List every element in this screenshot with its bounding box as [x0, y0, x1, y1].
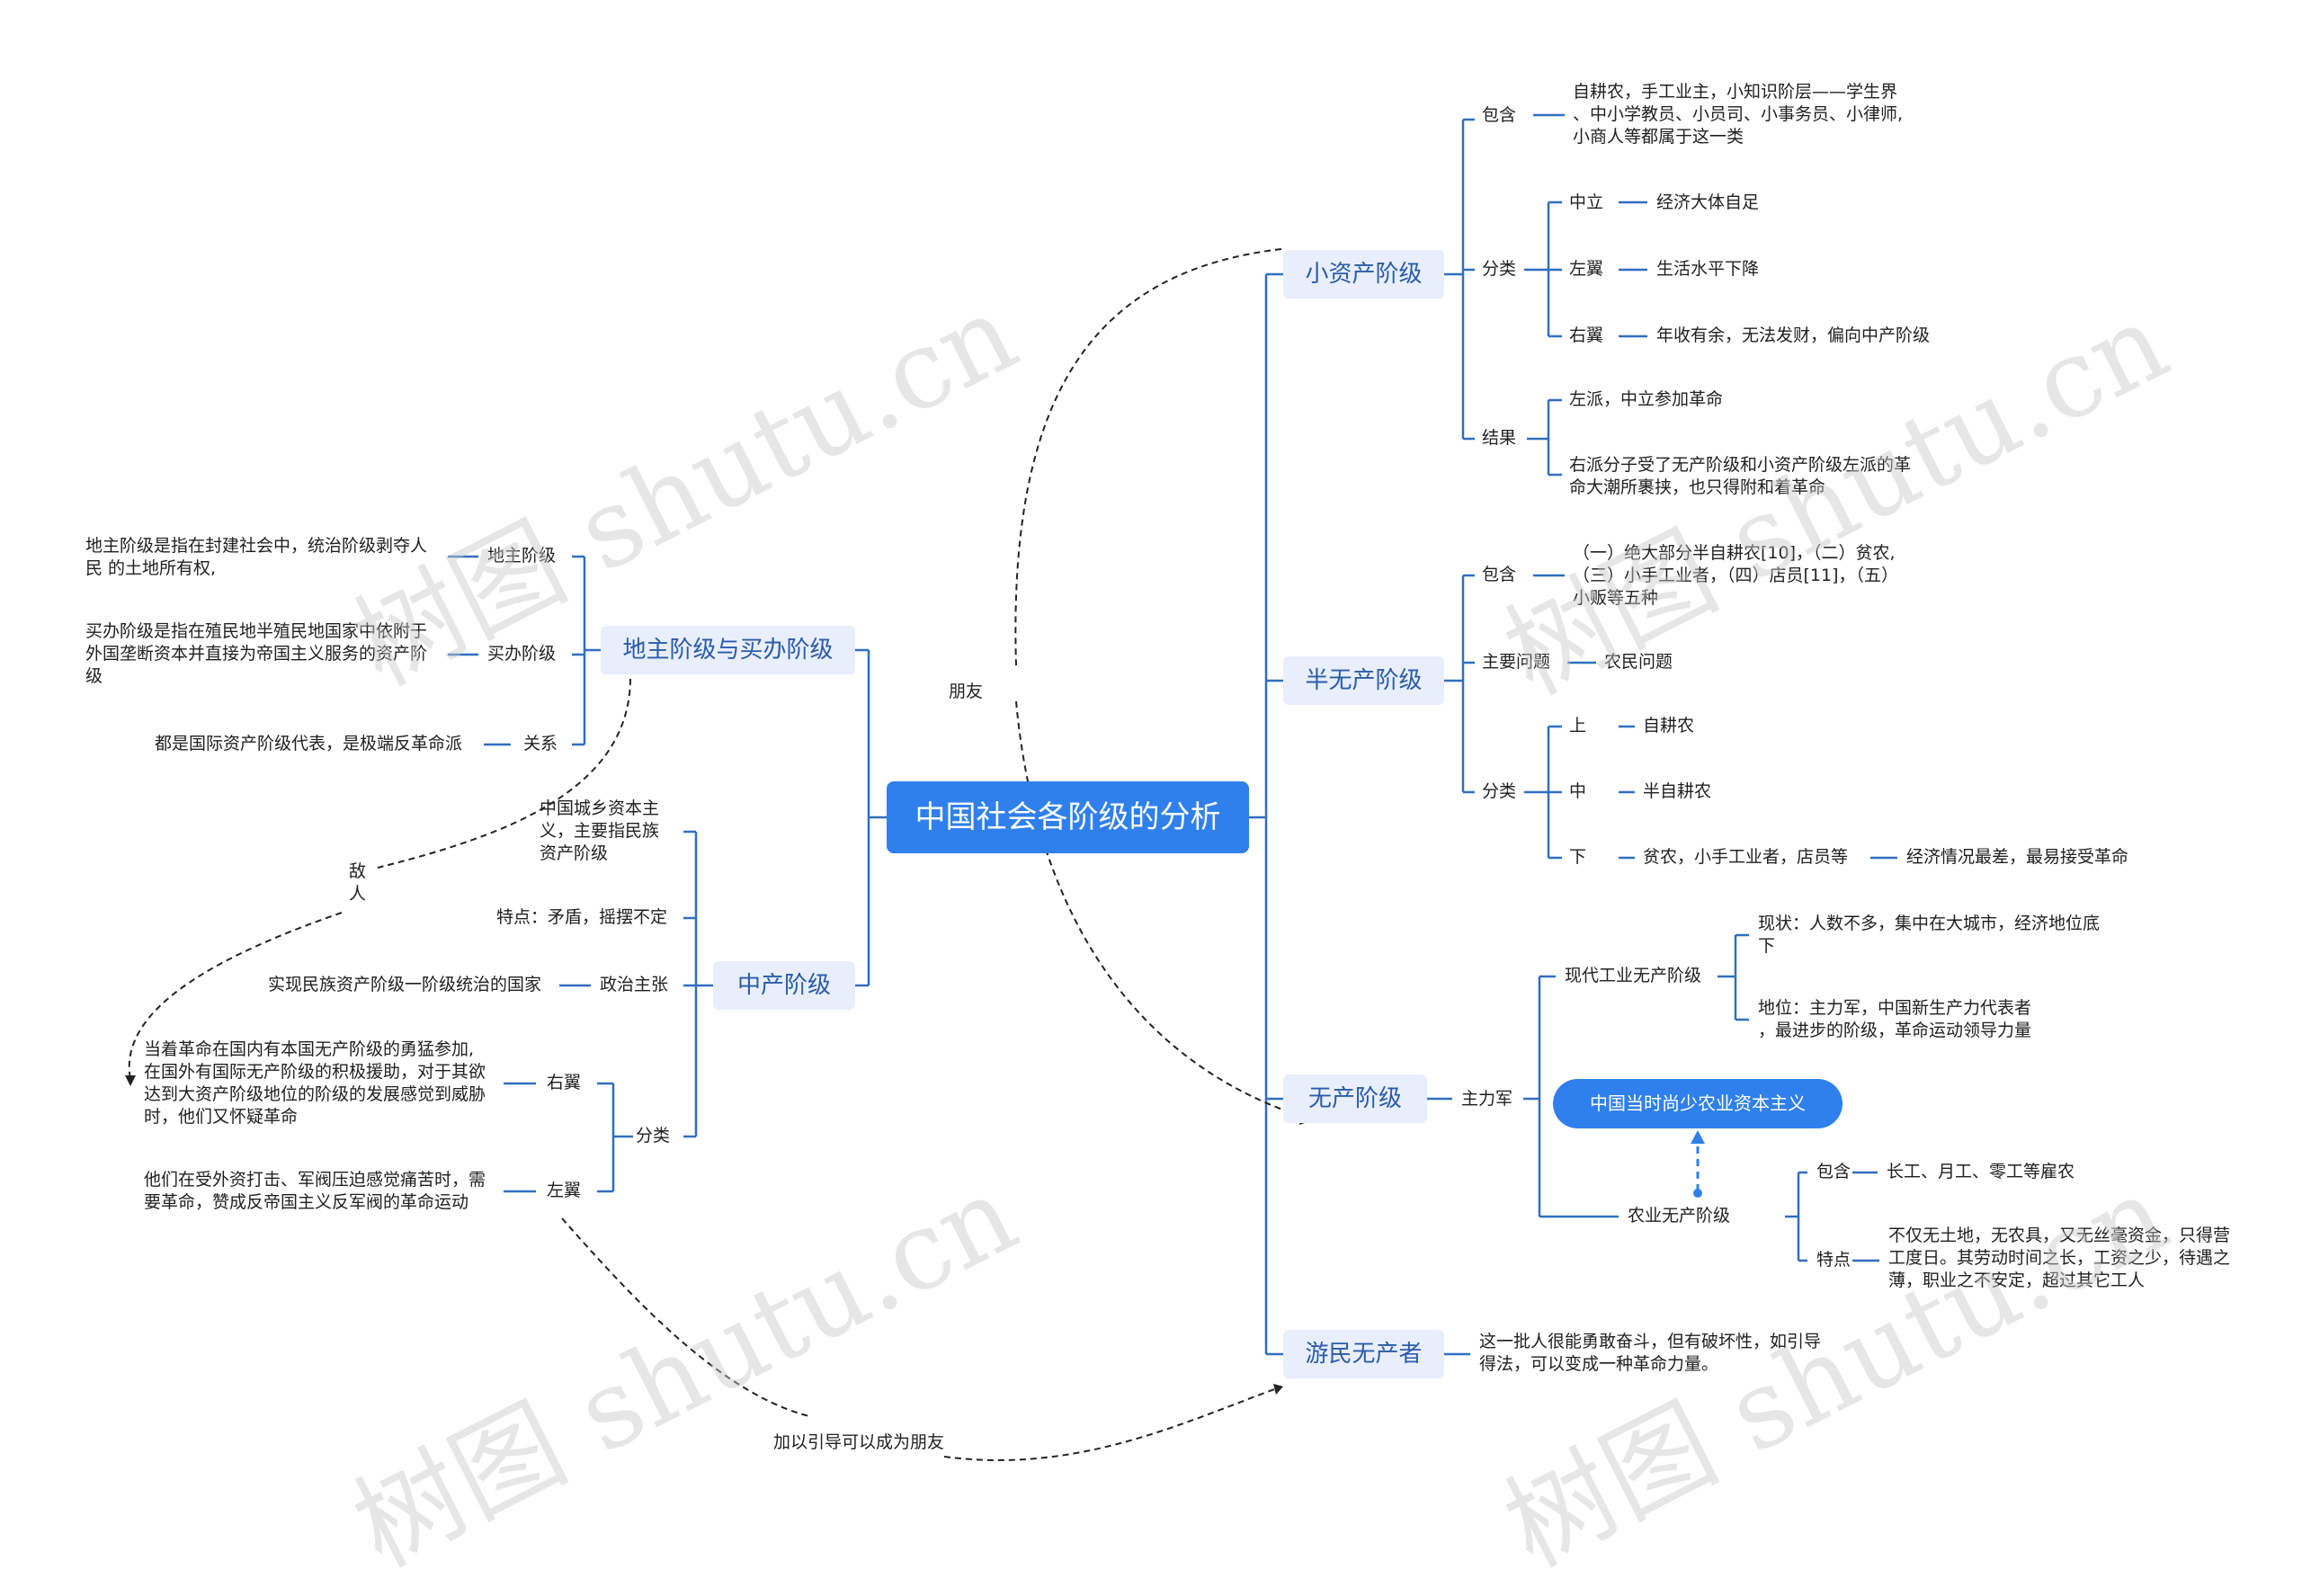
petty-right-wing-label[interactable]: 右翼 [1569, 325, 1604, 345]
middle-left-desc-line-1[interactable]: 他们在受外资打击、军阀压迫感觉痛苦时，需 [144, 1170, 486, 1190]
semi-include-line-3[interactable]: 小贩等五种 [1573, 588, 1659, 608]
middle-politics-label[interactable]: 政治主张 [600, 975, 669, 994]
semi-lower-desc-2[interactable]: 经济情况最差，最易接受革命 [1906, 847, 2129, 867]
middle-right-desc-line-2[interactable]: 在国外有国际无产阶级的积极援助，对于其欲 [144, 1062, 486, 1082]
semi-classify-label[interactable]: 分类 [1482, 781, 1517, 801]
petty-classify-label[interactable]: 分类 [1482, 259, 1517, 279]
petty-include-line-2[interactable]: 、中小学教员、小员司、小事务员、小律师, [1573, 104, 1904, 124]
petty-result-label[interactable]: 结果 [1482, 428, 1517, 448]
semi-issue-label[interactable]: 主要问题 [1482, 652, 1551, 672]
semi-include-label[interactable]: 包含 [1482, 565, 1517, 584]
landlord-desc-line-2[interactable]: 民 的土地所有权, [85, 558, 217, 578]
comprador-label[interactable]: 买办阶级 [487, 644, 557, 664]
petty-neutral-desc[interactable]: 经济大体自足 [1656, 192, 1760, 212]
semi-issue-desc[interactable]: 农民问题 [1604, 652, 1673, 672]
middle-def-line-2[interactable]: 义，主要指民族 [540, 821, 660, 841]
semi-middle-label[interactable]: 中 [1569, 781, 1587, 801]
middle-right-wing-label[interactable]: 右翼 [547, 1073, 582, 1092]
root-topic[interactable]: 中国社会各阶级的分析 [887, 781, 1249, 853]
semi-middle-desc[interactable]: 半自耕农 [1643, 781, 1712, 801]
prole-agri-feature-label[interactable]: 特点 [1816, 1250, 1851, 1270]
middle-politics-desc[interactable]: 实现民族资产阶级一阶级统治的国家 [268, 975, 542, 994]
relation-enemy-label-2: 人 [349, 884, 367, 904]
middle-left-wing-label[interactable]: 左翼 [547, 1181, 582, 1200]
semi-include-line-1[interactable]: （一）绝大部分半自耕农[10]，（二）贫农, [1573, 543, 1896, 563]
middle-class-node[interactable]: 中产阶级 [713, 961, 855, 1010]
agri-capitalism-note[interactable]: 中国当时尚少农业资本主义 [1553, 1079, 1842, 1128]
prole-position-line-2[interactable]: ，最进步的阶级，革命运动领导力量 [1758, 1021, 2032, 1040]
relation-label[interactable]: 关系 [523, 734, 558, 753]
prole-status-line-1[interactable]: 现状：人数不多，集中在大城市，经济地位底 [1758, 914, 2101, 933]
prole-agri-feature-line-2[interactable]: 工度日。其劳动时间之长，工资之少，待遇之 [1888, 1248, 2231, 1268]
petty-left-wing-desc[interactable]: 生活水平下降 [1656, 259, 1760, 279]
relation-friend-label: 朋友 [949, 682, 984, 701]
petty-neutral-label[interactable]: 中立 [1569, 192, 1604, 212]
relation-guide-label: 加以引导可以成为朋友 [773, 1432, 945, 1452]
landlord-label[interactable]: 地主阶级 [487, 546, 557, 566]
comprador-desc-line-1[interactable]: 买办阶级是指在殖民地半殖民地国家中依附于 [85, 621, 428, 641]
middle-left-desc-line-2[interactable]: 要革命，赞成反帝国主义反军阀的革命运动 [144, 1192, 469, 1212]
semi-upper-label[interactable]: 上 [1569, 716, 1587, 736]
comprador-desc-line-3[interactable]: 级 [85, 666, 103, 686]
lumpen-desc-line-1[interactable]: 这一批人很能勇敢奋斗，但有破坏性，如引导 [1479, 1332, 1822, 1351]
middle-feature[interactable]: 特点：矛盾，摇摆不定 [496, 907, 668, 927]
prole-agri-feature-line-3[interactable]: 薄，职业之不安定，超过其它工人 [1888, 1271, 2146, 1290]
prole-agri-label[interactable]: 农业无产阶级 [1628, 1206, 1731, 1226]
middle-classify-label[interactable]: 分类 [636, 1126, 671, 1146]
petty-bourgeoisie-node[interactable]: 小资产阶级 [1283, 250, 1444, 299]
middle-right-desc-line-4[interactable]: 时，他们又怀疑革命 [144, 1107, 299, 1127]
prole-agri-include-desc[interactable]: 长工、月工、零工等雇农 [1887, 1162, 2075, 1181]
proletariat-node[interactable]: 无产阶级 [1283, 1074, 1427, 1123]
semi-upper-desc[interactable]: 自耕农 [1643, 716, 1695, 736]
petty-include-line-3[interactable]: 小商人等都属于这一类 [1573, 127, 1744, 147]
prole-agri-feature-line-1[interactable]: 不仅无土地，无农具，又无丝毫资金，只得营 [1888, 1226, 2231, 1245]
petty-left-wing-label[interactable]: 左翼 [1569, 259, 1604, 279]
semi-include-line-2[interactable]: （三）小手工业者，（四）店员[11]，（五） [1573, 566, 1899, 585]
semi-lower-desc[interactable]: 贫农，小手工业者，店员等 [1643, 847, 1849, 867]
prole-status-line-2[interactable]: 下 [1758, 936, 1776, 956]
lumpen-desc-line-2[interactable]: 得法，可以变成一种革命力量。 [1479, 1354, 1719, 1374]
lumpen-proletariat-node[interactable]: 游民无产者 [1283, 1330, 1444, 1378]
semi-lower-label[interactable]: 下 [1569, 847, 1587, 867]
petty-result-1[interactable]: 左派，中立参加革命 [1569, 389, 1724, 409]
comprador-desc-line-2[interactable]: 外国垄断资本并直接为帝国主义服务的资产阶 [85, 644, 428, 664]
prole-position-line-1[interactable]: 地位：主力军，中国新生产力代表者 [1758, 998, 2032, 1018]
middle-def-line-3[interactable]: 资产阶级 [540, 843, 609, 863]
landlord-desc-line-1[interactable]: 地主阶级是指在封建社会中，统治阶级剥夺人 [85, 536, 428, 556]
petty-right-wing-desc[interactable]: 年收有余，无法发财，偏向中产阶级 [1656, 325, 1931, 345]
petty-include-label[interactable]: 包含 [1482, 105, 1517, 125]
middle-right-desc-line-1[interactable]: 当着革命在国内有本国无产阶级的勇猛参加, [144, 1039, 475, 1059]
semi-proletariat-node[interactable]: 半无产阶级 [1283, 656, 1444, 705]
petty-include-line-1[interactable]: 自耕农，手工业主，小知识阶层——学生界 [1573, 82, 1898, 102]
prole-modern-label[interactable]: 现代工业无产阶级 [1565, 966, 1702, 985]
relation-enemy-label-1: 敌 [349, 861, 367, 881]
middle-def-line-1[interactable]: 中国城乡资本主 [540, 798, 660, 818]
connector-lines [125, 113, 1897, 1461]
prole-main-force-label[interactable]: 主力军 [1461, 1089, 1513, 1109]
petty-result-2-line-1[interactable]: 右派分子受了无产阶级和小资产阶级左派的革 [1569, 455, 1912, 475]
petty-result-2-line-2[interactable]: 命大潮所裹挟，也只得附和着革命 [1569, 477, 1826, 497]
middle-right-desc-line-3[interactable]: 达到大资产阶级地位的阶级的发展感觉到威胁 [144, 1084, 486, 1104]
landlord-comprador-node[interactable]: 地主阶级与买办阶级 [601, 626, 855, 674]
relation-desc[interactable]: 都是国际资产阶级代表，是极端反革命派 [155, 734, 463, 753]
prole-agri-include-label[interactable]: 包含 [1816, 1162, 1851, 1181]
